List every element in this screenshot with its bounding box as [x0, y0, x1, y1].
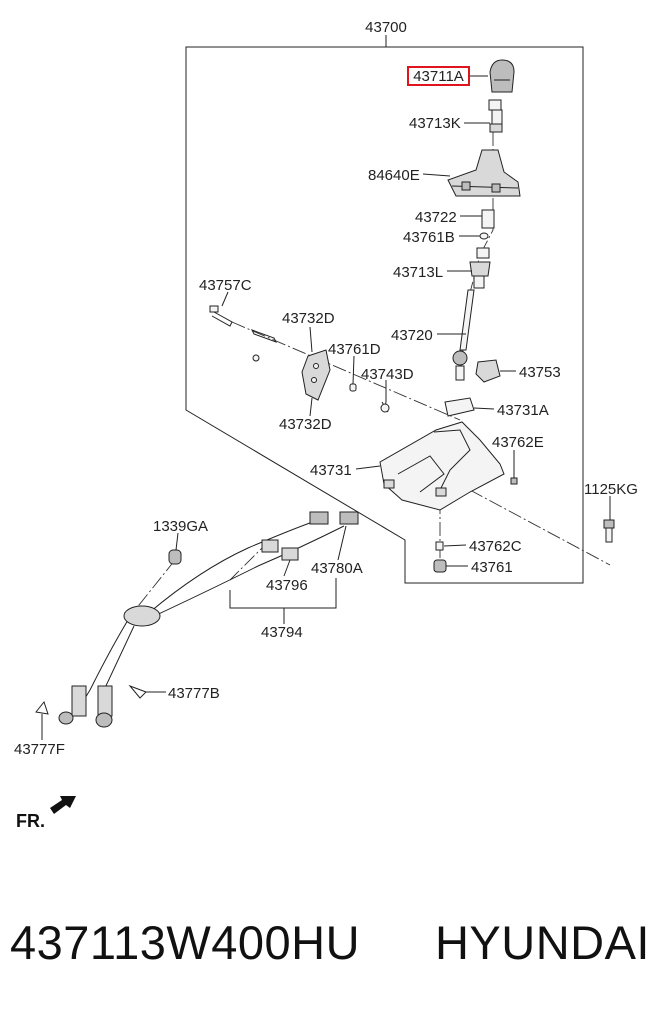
- retaining-clip-icon: [250, 329, 278, 343]
- cable-clip-f-icon: [35, 700, 49, 715]
- label-43796: 43796: [266, 577, 308, 594]
- lever-bushing-icon: [475, 359, 501, 383]
- brand-name: HYUNDAI: [434, 915, 650, 969]
- label-43731A: 43731A: [497, 402, 549, 419]
- front-arrow-icon: [50, 796, 76, 814]
- leader-lines: [41, 75, 611, 740]
- spring-icon: [481, 209, 495, 229]
- label-43722: 43722: [415, 209, 457, 226]
- bolt-small-icon: [510, 477, 518, 485]
- cross-pin-icon: [209, 305, 233, 327]
- label-43780A: 43780A: [311, 560, 363, 577]
- centerline-base-bolt: [469, 489, 611, 566]
- label-1339GA: 1339GA: [153, 518, 208, 535]
- label-43713L: 43713L: [393, 264, 443, 281]
- bracket-bushing-icon: [349, 383, 357, 392]
- base-nut-icon: [433, 559, 447, 573]
- label-43753: 43753: [519, 364, 561, 381]
- shift-lever-icon: [452, 289, 475, 381]
- footer-caption: 437113W400HU HYUNDAI: [10, 912, 650, 972]
- label-84640E: 84640E: [368, 167, 420, 184]
- assembly-outline: [185, 46, 584, 584]
- label-43700: 43700: [365, 19, 407, 36]
- spring-clip-icon: [380, 401, 390, 413]
- label-43743D: 43743D: [361, 366, 414, 383]
- cable-clip-b-icon: [128, 684, 147, 699]
- knob-adapter-icon: [488, 99, 503, 133]
- small-washer-icon: [252, 354, 260, 362]
- label-43777F: 43777F: [14, 741, 65, 758]
- base-bushing-icon: [435, 541, 444, 551]
- label-43761B: 43761B: [403, 229, 455, 246]
- cable-bracket-icon: [301, 349, 331, 401]
- centerline-grommet: [134, 559, 176, 611]
- shift-cable-icon: [58, 511, 359, 728]
- label-43757C: 43757C: [199, 277, 252, 294]
- label-43761D: 43761D: [328, 341, 381, 358]
- label-43732D-bottom: 43732D: [279, 416, 332, 433]
- part-number: 437113W400HU: [10, 915, 361, 969]
- label-43794: 43794: [261, 624, 303, 641]
- bushing-icon: [479, 232, 489, 240]
- lever-sleeve-icon: [469, 247, 491, 289]
- lever-ring-icon: [444, 397, 475, 417]
- label-43713K: 43713K: [409, 115, 461, 132]
- label-43731: 43731: [310, 462, 352, 479]
- mount-bolt-icon: [603, 519, 615, 543]
- label-43732D-top: 43732D: [282, 310, 335, 327]
- label-43711A: 43711A: [413, 68, 464, 85]
- label-1125KG: 1125KG: [584, 481, 638, 498]
- shift-boot-icon: [447, 149, 521, 197]
- shift-knob-icon: [489, 59, 515, 93]
- highlight-box: [407, 66, 470, 86]
- label-front-direction: FR.: [16, 811, 45, 831]
- shifter-base-icon: [379, 421, 505, 511]
- centerline-cross-pin: [231, 321, 461, 421]
- label-43720: 43720: [391, 327, 433, 344]
- cable-grommet-icon: [168, 549, 182, 565]
- label-43777B: 43777B: [168, 685, 220, 702]
- label-43762C: 43762C: [469, 538, 522, 555]
- label-43761: 43761: [471, 559, 513, 576]
- label-43762E: 43762E: [492, 434, 544, 451]
